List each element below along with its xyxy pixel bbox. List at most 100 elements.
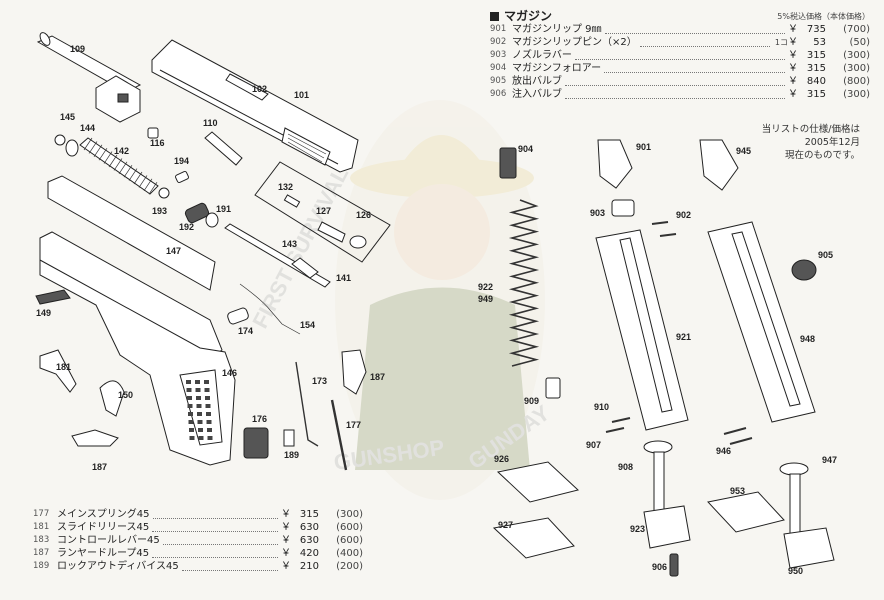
inset-box [254,161,391,263]
part-194 [175,170,189,184]
grip-dot [189,428,194,432]
lanyard-187 [71,429,119,447]
grip-dot [198,436,204,440]
currency-symbol: ￥ [281,561,291,572]
currency-symbol: ￥ [788,37,798,48]
part-number: 903 [490,50,507,60]
part-144 [65,139,79,157]
grip-dot [197,412,202,416]
part-191 [205,212,219,228]
pin-910 [611,417,631,423]
grip-dot [204,380,209,384]
part-number: 902 [490,37,507,47]
grip-dot [187,396,192,400]
grip-dot [189,436,195,440]
spec-note-line: 現在のものです。 [784,150,860,161]
pre-tax-price: (300) [843,50,870,61]
coil-line [123,165,133,178]
callout-label: 907 [586,440,601,450]
coil-line [133,171,143,185]
magazine-section-title: マガジン [490,10,552,23]
grip-dot [207,436,213,440]
part-name: スライドリリース45 [57,522,150,533]
base-plate-953 [707,491,785,533]
callout-label: 173 [312,376,327,386]
pre-tax-price: (800) [843,76,870,87]
hammer-173 [341,349,367,395]
coil-line [103,151,113,164]
recoil-spring-142 [79,137,159,195]
pin-907 [605,427,625,433]
part-price: 840 [806,76,826,87]
callout-label: 141 [336,273,351,283]
part-price: 53 [813,37,826,48]
part-price: 315 [806,89,826,100]
callout-label: 116 [150,138,165,148]
grip-dot [195,388,201,392]
callout-label: 194 [174,156,189,166]
leader-dots [604,26,785,34]
grip-dot [198,428,203,432]
grip-dot [207,428,212,432]
coil-line [108,154,118,168]
callout-label: 145 [60,112,75,122]
part-187b [243,427,269,459]
part-193 [158,187,170,199]
pre-tax-price: (200) [336,561,363,572]
magazine-base-950 [779,462,835,569]
part-141 [291,257,319,279]
callout-label: 101 [294,90,309,100]
grip-dot [206,412,211,416]
callout-label: 110 [203,118,218,128]
part-number: 187 [33,548,50,558]
callout-label: 927 [498,520,513,530]
magazine-base-923 [643,440,691,549]
part-number: 904 [490,63,507,73]
part-189 [283,429,295,447]
part-number: 189 [33,561,50,571]
coil-line [143,178,153,191]
pre-tax-price: (600) [336,522,363,533]
leader-dots [604,65,785,73]
part-name: 注入バルブ [512,89,562,100]
nozzle-rubber-903 [611,199,635,217]
part-name: マガジンフォロアー [512,63,602,74]
part-127 [317,221,346,243]
part-price: 630 [299,535,319,546]
coil-line [98,148,108,161]
part-number: 905 [490,76,507,86]
part-945 [699,139,739,191]
pin-902a [651,221,669,225]
currency-symbol: ￥ [281,535,291,546]
part-909 [545,377,561,399]
magazine-lip-901 [597,139,633,189]
callout-label: 181 [56,362,71,372]
spec-note-line: 当リストの仕様/価格は [761,124,860,135]
part-name: ロックアウトディバイス45 [57,561,179,572]
currency-symbol: ￥ [281,509,291,520]
part-price: 315 [299,509,319,520]
hat-crown [395,135,490,175]
leader-dots [565,78,785,86]
spec-note-line: 2005年12月 [804,137,860,148]
callout-label: 102 [252,84,267,94]
callout-label: 950 [788,566,803,576]
part-149 [35,289,71,305]
callout-label: 949 [478,294,493,304]
leader-dots [152,550,278,558]
coil-line [148,182,158,195]
currency-symbol: ￥ [788,63,798,74]
callout-label: 176 [252,414,267,424]
leader-dots [152,511,278,519]
callout-label: 177 [346,420,361,430]
spring-coil [508,199,540,367]
hat-brim [350,158,534,198]
callout-label: 191 [216,204,231,214]
callout-label: 187 [92,462,107,472]
